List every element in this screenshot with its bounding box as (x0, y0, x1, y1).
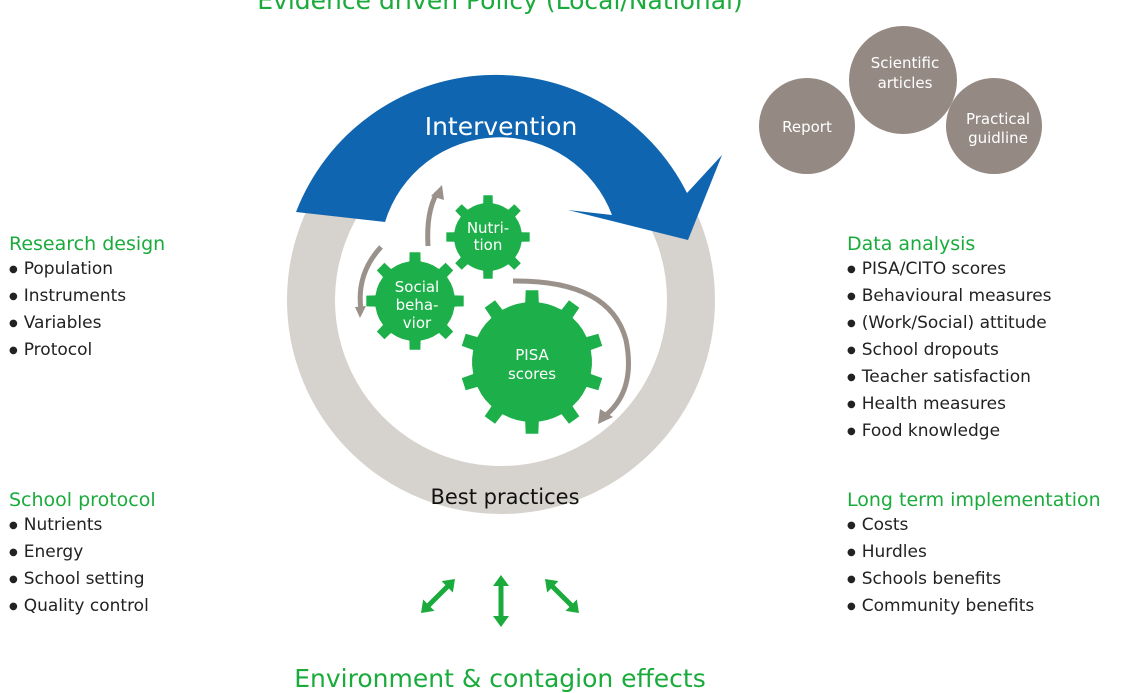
best-practices-label: Best practices (430, 485, 579, 509)
bubble-practical: Practical guidline (946, 78, 1042, 174)
list-item: Protocol (9, 338, 165, 365)
list-item: Energy (9, 540, 156, 567)
list-item: (Work/Social) attitude (847, 311, 1052, 338)
list-item: Food knowledge (847, 419, 1052, 446)
list-item: School setting (9, 567, 156, 594)
research-design-list: Population Instruments Variables Protoco… (9, 257, 165, 365)
arrowhead-social (355, 306, 366, 318)
gear-nutrition-label-1: Nutri- (467, 219, 509, 237)
environment-arrows (421, 575, 579, 627)
data-analysis-block: Data analysis PISA/CITO scores Behaviour… (847, 232, 1052, 446)
bubble-practical-label-1: Practical (966, 110, 1030, 128)
intervention-arrow (296, 74, 722, 240)
list-item: Behavioural measures (847, 284, 1052, 311)
list-item: Variables (9, 311, 165, 338)
school-protocol-list: Nutrients Energy School setting Quality … (9, 513, 156, 621)
gear-social-label-1: Social (395, 278, 439, 296)
curved-arrow-nutrition (425, 191, 440, 247)
bubble-scientific: Scientific articles (849, 26, 957, 134)
double-arrow-left (421, 579, 455, 613)
bubble-report-label: Report (782, 118, 832, 136)
gear-social-label-2: beha- (396, 296, 439, 314)
double-arrow-right (545, 579, 579, 613)
gear-nutrition-label-2: tion (474, 236, 503, 254)
long-term-title: Long term implementation (847, 489, 1101, 511)
long-term-block: Long term implementation Costs Hurdles S… (847, 488, 1101, 621)
school-protocol-block: School protocol Nutrients Energy School … (9, 488, 156, 621)
gear-pisa-label-2: scores (508, 365, 556, 383)
research-design-block: Research design Population Instruments V… (9, 232, 165, 365)
list-item: Instruments (9, 284, 165, 311)
list-item: Quality control (9, 594, 156, 621)
list-item: Schools benefits (847, 567, 1101, 594)
gear-pisa-label-1: PISA (515, 346, 549, 364)
list-item: Teacher satisfaction (847, 365, 1052, 392)
policy-title: Evidence driven Policy (Local/National) (257, 0, 743, 15)
data-analysis-title: Data analysis (847, 233, 976, 255)
gear-nutrition: Nutri- tion (446, 195, 530, 279)
bubble-scientific-label-2: articles (878, 74, 933, 92)
research-design-title: Research design (9, 233, 166, 255)
list-item: Community benefits (847, 594, 1101, 621)
bubble-practical-label-2: guidline (968, 129, 1028, 147)
gear-social: Social beha- vior (366, 252, 464, 350)
curved-arrow-social (357, 245, 383, 311)
list-item: School dropouts (847, 338, 1052, 365)
gear-pisa: PISA scores (461, 290, 603, 434)
school-protocol-title: School protocol (9, 489, 156, 511)
data-analysis-list: PISA/CITO scores Behavioural measures (W… (847, 257, 1052, 446)
curved-arrow-pisa (512, 278, 631, 417)
list-item: PISA/CITO scores (847, 257, 1052, 284)
list-item: Health measures (847, 392, 1052, 419)
list-item: Population (9, 257, 165, 284)
arrowhead-pisa (598, 409, 613, 424)
intervention-label: Intervention (425, 112, 578, 141)
environment-title: Environment & contagion effects (294, 664, 706, 693)
gear-social-label-3: vior (403, 314, 432, 332)
gear-cycle-arrows (355, 185, 631, 424)
list-item: Hurdles (847, 540, 1101, 567)
list-item: Nutrients (9, 513, 156, 540)
bubble-scientific-label-1: Scientific (871, 54, 939, 72)
arrowhead-nutrition (431, 185, 444, 200)
long-term-list: Costs Hurdles Schools benefits Community… (847, 513, 1101, 621)
double-arrow-center (493, 575, 509, 627)
bubble-report: Report (759, 78, 855, 174)
list-item: Costs (847, 513, 1101, 540)
